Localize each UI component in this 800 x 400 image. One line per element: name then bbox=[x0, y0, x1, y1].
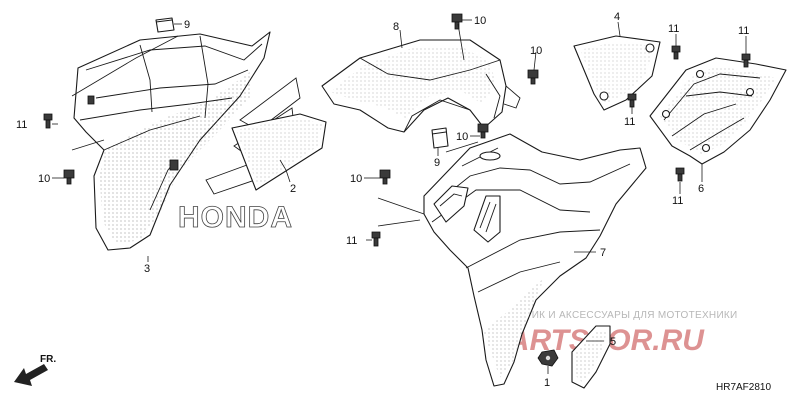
part-4-inner-panel[interactable] bbox=[573, 35, 661, 111]
callout-11e: 11 bbox=[16, 119, 27, 131]
callout-10c: 10 bbox=[38, 173, 50, 185]
callout-6: 6 bbox=[698, 183, 704, 195]
part-7-main-panel[interactable] bbox=[423, 133, 647, 387]
callout-4: 4 bbox=[614, 11, 620, 23]
callout-11f: 11 bbox=[346, 235, 357, 247]
front-arrow-icon bbox=[14, 364, 48, 386]
part-3-left-side-cover[interactable]: HONDA bbox=[73, 31, 301, 251]
callout-11a: 11 bbox=[668, 23, 679, 35]
watermark-caption: ПЛАСТИК И АКСЕССУАРЫ ДЛЯ МОТОТЕХНИКИ bbox=[497, 310, 738, 321]
front-direction-marker: FR. bbox=[14, 354, 56, 386]
screw-11-lower-right[interactable] bbox=[675, 167, 685, 182]
callout-9a: 9 bbox=[184, 19, 190, 31]
screw-11-right-top[interactable] bbox=[671, 45, 681, 60]
callout-11c: 11 bbox=[624, 116, 635, 128]
screw-11-center[interactable] bbox=[371, 231, 381, 247]
callout-3: 3 bbox=[144, 263, 150, 275]
callout-5: 5 bbox=[610, 336, 616, 348]
part-2-decal[interactable] bbox=[231, 113, 327, 191]
bolt-10-right[interactable] bbox=[527, 69, 539, 85]
callout-11b: 11 bbox=[738, 25, 749, 37]
decal-honda-text-left: HONDA bbox=[178, 201, 293, 234]
callout-labels: 9 3 2 8 10 10 4 11 11 11 6 11 7 5 1 10 1… bbox=[16, 11, 749, 389]
bolt-10-center[interactable] bbox=[477, 123, 489, 139]
diagram-code: HR7AF2810 bbox=[716, 382, 771, 393]
callout-7: 7 bbox=[600, 247, 606, 259]
leader-lines bbox=[52, 19, 747, 374]
part-5-lower-panel[interactable] bbox=[571, 325, 611, 389]
screw-11-far-right[interactable] bbox=[741, 53, 751, 68]
screw-11-left[interactable] bbox=[43, 113, 53, 129]
callout-2: 2 bbox=[290, 183, 296, 195]
callout-10a: 10 bbox=[474, 15, 486, 27]
callout-1: 1 bbox=[544, 377, 550, 389]
callout-11d: 11 bbox=[672, 195, 683, 207]
callout-8: 8 bbox=[393, 21, 399, 33]
callout-9b: 9 bbox=[434, 157, 440, 169]
part-6-right-cover[interactable] bbox=[649, 57, 787, 165]
grommet-part-3 bbox=[87, 95, 95, 105]
callout-10d: 10 bbox=[350, 173, 362, 185]
callout-10b: 10 bbox=[530, 45, 542, 57]
part-9-clip-center[interactable] bbox=[431, 127, 449, 149]
screw-11-right-middle[interactable] bbox=[627, 93, 637, 108]
bolt-10-lower[interactable] bbox=[379, 169, 391, 185]
callout-10e: 10 bbox=[456, 131, 468, 143]
fasteners bbox=[43, 13, 751, 247]
part-1-nut[interactable] bbox=[537, 349, 559, 367]
clip-part-3 bbox=[169, 159, 179, 171]
part-9-clip-left[interactable] bbox=[155, 17, 175, 33]
front-marker-label: FR. bbox=[40, 354, 56, 365]
part-8-upper-cover[interactable] bbox=[321, 39, 521, 133]
bolt-10-top[interactable] bbox=[451, 13, 463, 30]
bolt-10-left[interactable] bbox=[63, 169, 75, 185]
